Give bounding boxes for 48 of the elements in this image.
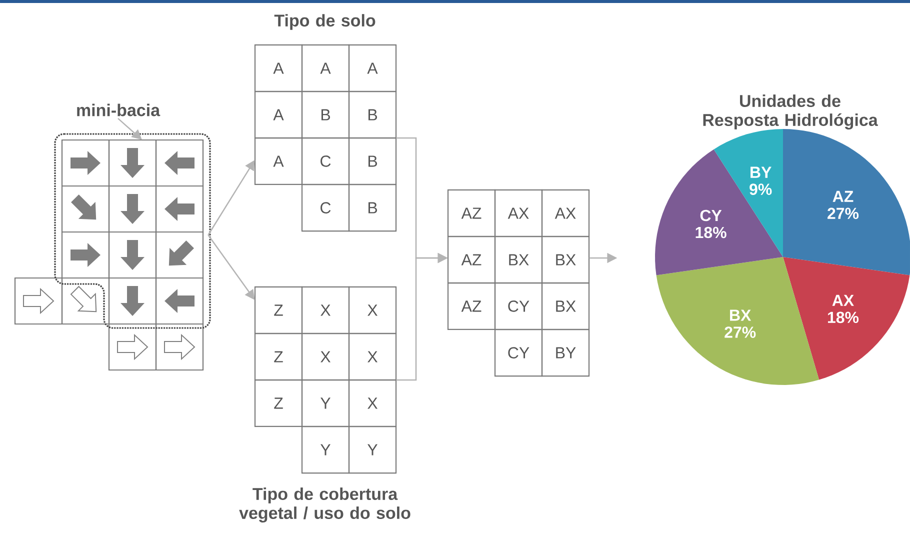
slice-label: BY 9%	[750, 166, 772, 195]
slice-label: CY 18%	[696, 210, 726, 238]
slice-label: AX 18%	[828, 294, 859, 324]
grid-cell: BX	[494, 236, 543, 284]
text: 18%	[828, 312, 859, 324]
grid-cell: CY	[494, 282, 543, 330]
grid-cell: BY	[541, 329, 590, 377]
grid-cell: X	[301, 333, 350, 381]
heading: Tipo de solo	[274, 14, 376, 30]
grid-cell: A	[254, 137, 303, 185]
grid-cell: Y	[301, 379, 350, 427]
grid-cell: X	[348, 379, 397, 427]
grid-cell: AZ	[447, 236, 496, 284]
grid-cell: B	[348, 91, 397, 139]
grid-cell: BX	[541, 236, 590, 284]
grid-cell: Y	[301, 426, 350, 474]
slice-label: AZ 27%	[828, 190, 859, 220]
grid-cell: Z	[254, 286, 303, 334]
grid-cell: C	[301, 184, 350, 232]
grid-cell: CY	[494, 329, 543, 377]
grid-cell: B	[348, 184, 397, 232]
text: 9%	[750, 184, 772, 195]
grid-cell: A	[301, 44, 350, 92]
grid-cell: AZ	[447, 189, 496, 237]
heading: Tipo de cobertura vegetal / uso do solo	[239, 488, 410, 522]
chart-title: Unidades de Resposta Hidrológica	[703, 94, 878, 130]
grid-cell: C	[301, 137, 350, 185]
flow-grid-drawing	[14, 133, 211, 371]
grid-cell: AX	[541, 189, 590, 237]
grid-cell: A	[254, 44, 303, 92]
label: mini-bacia	[77, 104, 160, 116]
grid-cell: Z	[254, 333, 303, 381]
text: 27%	[828, 208, 859, 220]
grid-cell: X	[301, 286, 350, 334]
grid-cell: AZ	[447, 282, 496, 330]
grid-cell: X	[348, 286, 397, 334]
grid-cell: B	[301, 91, 350, 139]
text: 27%	[724, 326, 756, 338]
grid-cell: BX	[541, 282, 590, 330]
grid-cell: B	[348, 137, 397, 185]
grid-cell: Z	[254, 379, 303, 427]
grid-cell: AX	[494, 189, 543, 237]
grid-cell: X	[348, 333, 397, 381]
grid-cell: A	[254, 91, 303, 139]
grid-cell: A	[348, 44, 397, 92]
grid-cell: Y	[348, 426, 397, 474]
text: 18%	[696, 226, 726, 238]
slice-label: BX 27%	[724, 310, 756, 338]
